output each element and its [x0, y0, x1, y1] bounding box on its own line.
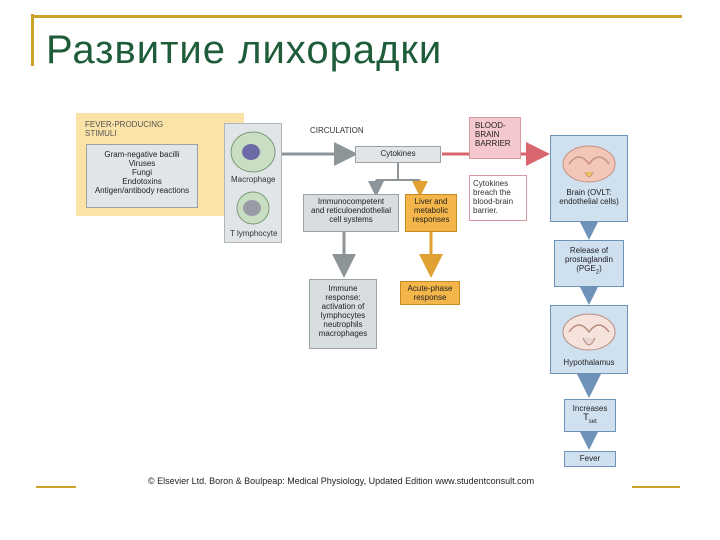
increases-label: Increases — [572, 404, 608, 413]
brain-ovlt-box: Brain (OVLT: endothelial cells) — [550, 135, 628, 222]
pge-subscript: 2 — [595, 269, 600, 276]
immune-response-box: Immune response: activation of lymphocyt… — [309, 279, 377, 349]
t-lymphocyte-icon — [236, 191, 270, 225]
stimuli-panel: FEVER-PRODUCING STIMULI Gram-negative ba… — [76, 113, 244, 216]
release-pge-box: Release of prostaglandin (PGE2) — [554, 240, 624, 287]
t-letter: T — [583, 412, 589, 422]
title-accent-vertical — [31, 14, 34, 66]
title-accent-horizontal — [34, 15, 682, 18]
immunocompetent-box: Immunocompetent and reticuloendothelial … — [303, 194, 399, 232]
stimuli-list: Gram-negative bacilli Viruses Fungi Endo… — [86, 144, 198, 208]
brain-icon — [562, 145, 616, 183]
hypothalamus-brain-icon — [562, 313, 616, 351]
hypothalamus-label: Hypothalamus — [563, 358, 615, 367]
fever-box: Fever — [564, 451, 616, 467]
increases-box: Increases Tset — [564, 399, 616, 432]
liver-box: Liver and metabolic responses — [405, 194, 457, 232]
macrophage-icon — [230, 131, 276, 173]
acute-phase-box: Acute-phase response — [400, 281, 460, 305]
hypothalamus-box: Hypothalamus — [550, 305, 628, 374]
t-lymphocyte-label: T lymphocyte — [230, 229, 278, 238]
brain-ovlt-label: Brain (OVLT: endothelial cells) — [559, 188, 619, 206]
source-credit: © Elsevier Ltd. Boron & Boulpeap: Medica… — [148, 476, 535, 486]
bbb-breach-note: Cytokines breach the blood-brain barrier… — [469, 175, 527, 221]
t-set-label: Tset — [568, 413, 612, 427]
cytokines-box: Cytokines — [355, 146, 441, 163]
cells-panel: Macrophage T lymphocyte — [224, 123, 282, 243]
bbb-label: BLOOD- BRAIN BARRIER — [469, 117, 521, 159]
slide-title: Развитие лихорадки — [46, 28, 443, 72]
stimuli-heading: FEVER-PRODUCING STIMULI — [85, 120, 164, 138]
footer-rule-right — [632, 486, 680, 488]
t-subscript: set — [588, 418, 597, 425]
macrophage-label: Macrophage — [231, 175, 276, 184]
footer-rule-left — [36, 486, 76, 488]
circulation-label: CIRCULATION — [310, 126, 364, 135]
release-pge-label: Release of prostaglandin (PGE — [564, 246, 614, 273]
pge-close: ) — [599, 264, 602, 273]
